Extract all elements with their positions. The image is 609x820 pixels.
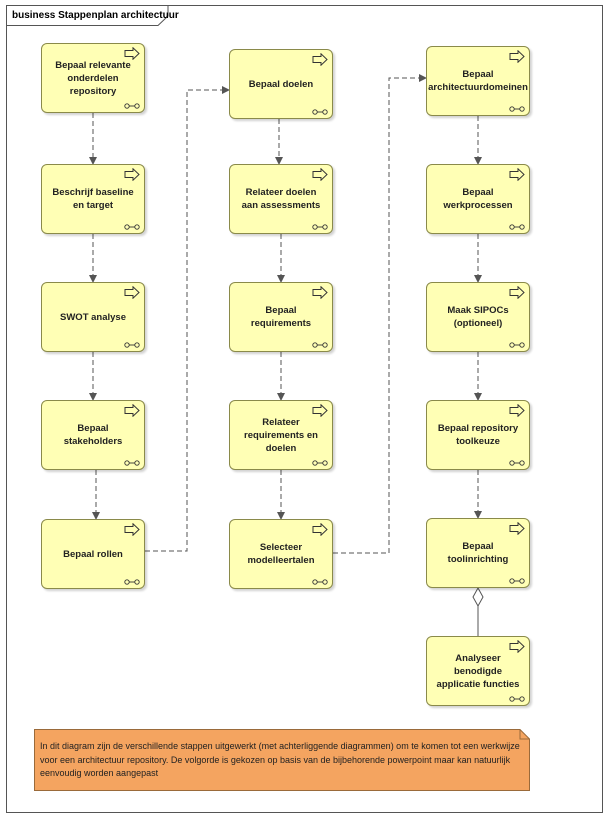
process-step-label: Bepaal repository toolkeuze xyxy=(437,423,519,447)
process-step-label: Maak SIPOCs (optioneel) xyxy=(447,305,509,329)
link-icon xyxy=(312,224,328,230)
process-step[interactable]: Bepaal relevante onderdelen repository xyxy=(41,43,145,113)
process-arrow-icon xyxy=(509,522,525,535)
link-icon xyxy=(312,460,328,466)
process-step-label: Bepaal architectuurdomeinen xyxy=(428,69,528,93)
link-icon xyxy=(312,579,328,585)
process-arrow-icon xyxy=(312,523,328,536)
process-step-label: Bepaal requirements xyxy=(250,305,312,329)
process-step[interactable]: Bepaal werkprocessen xyxy=(426,164,530,234)
process-arrow-icon xyxy=(124,168,140,181)
process-arrow-icon xyxy=(509,286,525,299)
process-step[interactable]: Beschrijf baseline en target xyxy=(41,164,145,234)
process-step[interactable]: Bepaal toolinrichting xyxy=(426,518,530,588)
process-step-label: Bepaal werkprocessen xyxy=(443,187,513,211)
process-arrow-icon xyxy=(312,168,328,181)
process-arrow-icon xyxy=(509,50,525,63)
link-icon xyxy=(124,460,140,466)
link-icon xyxy=(124,103,140,109)
diagram-title: business Stappenplan architectuur xyxy=(12,10,179,21)
process-arrow-icon xyxy=(509,640,525,653)
process-step[interactable]: Selecteer modelleertalen xyxy=(229,519,333,589)
process-step-label: Bepaal doelen xyxy=(248,78,314,90)
process-step[interactable]: Bepaal doelen xyxy=(229,49,333,119)
process-arrow-icon xyxy=(312,404,328,417)
process-step[interactable]: Bepaal repository toolkeuze xyxy=(426,400,530,470)
process-step[interactable]: Relateer doelen aan assessments xyxy=(229,164,333,234)
link-icon xyxy=(509,224,525,230)
process-step-label: Beschrijf baseline en target xyxy=(52,187,134,211)
process-arrow-icon xyxy=(509,404,525,417)
process-arrow-icon xyxy=(509,168,525,181)
process-step-label: Bepaal stakeholders xyxy=(63,423,123,447)
process-arrow-icon xyxy=(124,523,140,536)
note[interactable]: In dit diagram zijn de verschillende sta… xyxy=(34,729,530,791)
process-step[interactable]: Bepaal rollen xyxy=(41,519,145,589)
aggregation-diamond-icon xyxy=(472,586,484,608)
process-arrow-icon xyxy=(124,47,140,60)
triggering-flow-arrow[interactable] xyxy=(333,74,427,554)
process-step[interactable]: Bepaal requirements xyxy=(229,282,333,352)
process-step[interactable]: Bepaal architectuurdomeinen xyxy=(426,46,530,116)
link-icon xyxy=(509,342,525,348)
link-icon xyxy=(509,460,525,466)
process-step[interactable]: Maak SIPOCs (optioneel) xyxy=(426,282,530,352)
link-icon xyxy=(124,342,140,348)
process-step-label: Bepaal toolinrichting xyxy=(447,541,509,565)
process-step[interactable]: Analyseer benodigde applicatie functies xyxy=(426,636,530,706)
triggering-flow-arrow[interactable] xyxy=(145,86,230,552)
process-arrow-icon xyxy=(124,286,140,299)
link-icon xyxy=(509,106,525,112)
process-step-label: Relateer doelen aan assessments xyxy=(241,187,321,211)
process-step[interactable]: SWOT analyse xyxy=(41,282,145,352)
process-step-label: Analyseer benodigde applicatie functies xyxy=(436,652,520,690)
link-icon xyxy=(124,579,140,585)
link-icon xyxy=(509,578,525,584)
process-arrow-icon xyxy=(124,404,140,417)
process-step-label: Relateer requirements en doelen xyxy=(244,416,318,454)
note-text: In dit diagram zijn de verschillende sta… xyxy=(40,741,520,778)
process-step[interactable]: Relateer requirements en doelen xyxy=(229,400,333,470)
process-arrow-icon xyxy=(312,53,328,66)
process-step-label: Bepaal relevante onderdelen repository xyxy=(55,59,131,97)
process-step-label: SWOT analyse xyxy=(60,311,126,323)
link-icon xyxy=(509,696,525,702)
process-step-label: Selecteer modelleertalen xyxy=(247,542,315,566)
link-icon xyxy=(312,342,328,348)
process-step-label: Bepaal rollen xyxy=(63,548,123,560)
link-icon xyxy=(124,224,140,230)
process-step[interactable]: Bepaal stakeholders xyxy=(41,400,145,470)
link-icon xyxy=(312,109,328,115)
process-arrow-icon xyxy=(312,286,328,299)
